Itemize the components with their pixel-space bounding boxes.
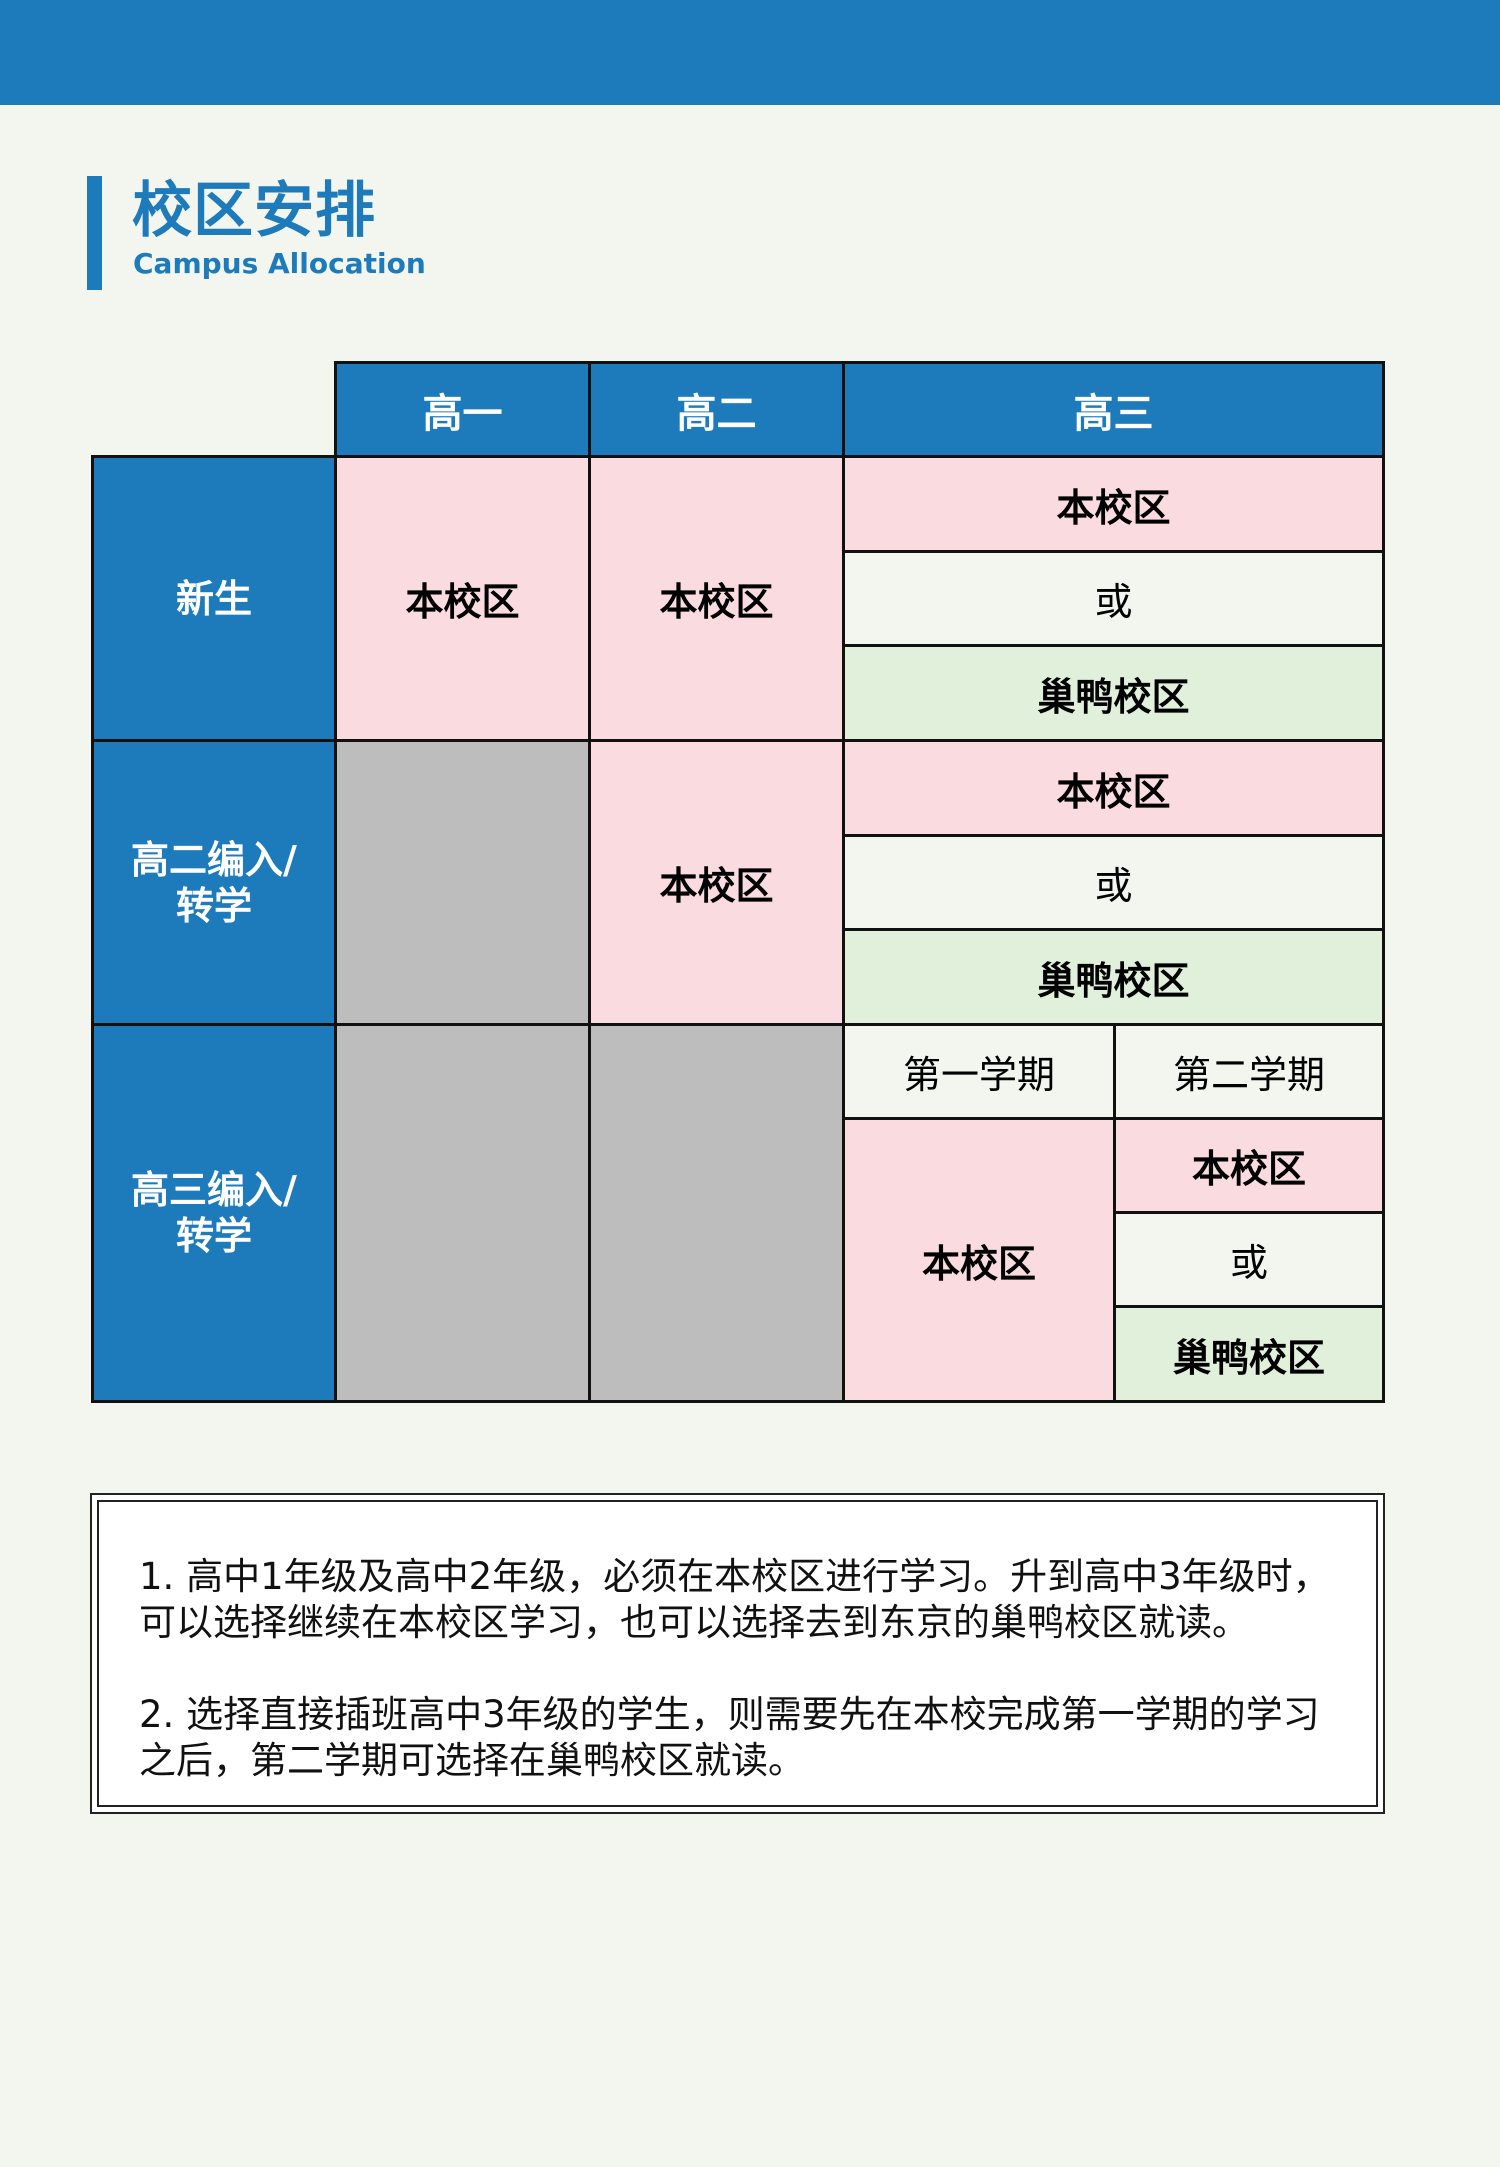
notes-box: 1. 高中1年级及高中2年级，必须在本校区进行学习。升到高中3年级时，可以选择继… [90, 1493, 1385, 1814]
top-banner [0, 0, 1500, 105]
term2-label: 第二学期 [1113, 1023, 1385, 1120]
new-grade2-campus: 本校区 [588, 455, 845, 742]
row-header-grade2-transfer: 高二编入/ 转学 [91, 739, 337, 1026]
page-title: 校区安排 [132, 176, 376, 246]
row-header-line2: 转学 [175, 1214, 252, 1258]
note-1: 1. 高中1年级及高中2年级，必须在本校区进行学习。升到高中3年级时，可以选择继… [139, 1555, 1330, 1644]
new-grade3-option-sugamo: 巢鸭校区 [842, 644, 1385, 742]
notes-inner-frame: 1. 高中1年级及高中2年级，必须在本校区进行学习。升到高中3年级时，可以选择继… [97, 1500, 1378, 1807]
term1-label: 第一学期 [842, 1023, 1116, 1120]
transfer3-grade2-na [588, 1023, 845, 1403]
new-grade1-campus: 本校区 [334, 455, 591, 742]
title-accent-bar [87, 176, 102, 290]
note-2: 2. 选择直接插班高中3年级的学生，则需要先在本校完成第一学期的学习之后，第二学… [139, 1693, 1320, 1782]
transfer3-grade1-na [334, 1023, 591, 1403]
col-header-grade2: 高二 [588, 361, 845, 458]
page-subtitle: Campus Allocation [133, 247, 426, 280]
new-grade3-option-main: 本校区 [842, 455, 1385, 553]
row-header-line2: 转学 [175, 883, 252, 928]
transfer2-grade3-or: 或 [842, 834, 1385, 931]
row-header-line1: 高三编入/ [131, 1168, 297, 1212]
term1-campus: 本校区 [842, 1117, 1116, 1403]
new-grade3-or: 或 [842, 550, 1385, 647]
transfer2-grade1-na [334, 739, 591, 1026]
term2-option-sugamo: 巢鸭校区 [1113, 1305, 1385, 1403]
col-header-grade3: 高三 [842, 361, 1385, 458]
row-header-grade3-transfer: 高三编入/ 转学 [91, 1023, 337, 1403]
term2-option-main: 本校区 [1113, 1117, 1385, 1214]
row-header-line1: 高二编入/ [131, 837, 297, 882]
row-header-new-student: 新生 [91, 455, 337, 742]
transfer2-grade3-option-sugamo: 巢鸭校区 [842, 928, 1385, 1026]
col-header-grade1: 高一 [334, 361, 591, 458]
transfer2-grade3-option-main: 本校区 [842, 739, 1385, 837]
transfer2-grade2-campus: 本校区 [588, 739, 845, 1026]
term2-or: 或 [1113, 1211, 1385, 1308]
